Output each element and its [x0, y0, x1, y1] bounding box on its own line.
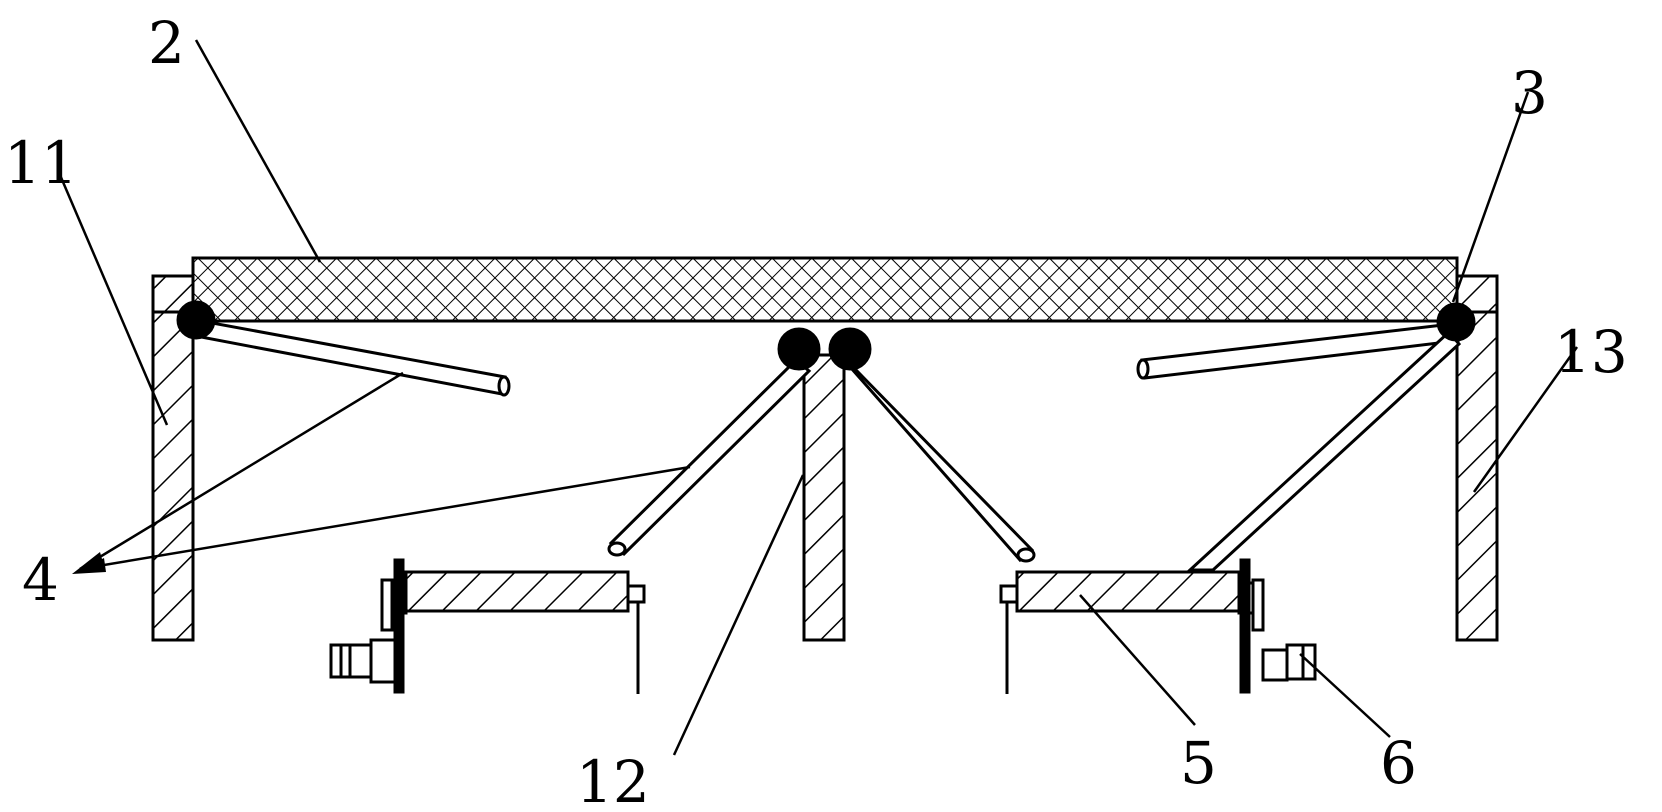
mesh-plate — [191, 256, 1459, 323]
label-3: 3 — [1511, 59, 1548, 127]
label-11: 11 — [4, 129, 78, 197]
right-roller-assembly — [999, 558, 1317, 694]
leader-lines — [58, 39, 1579, 756]
center-wall — [802, 353, 846, 642]
left-roller-assembly — [329, 558, 646, 694]
label-12: 12 — [576, 748, 650, 812]
label-5: 5 — [1180, 729, 1217, 797]
label-13: 13 — [1554, 318, 1628, 386]
hinge-pivots — [176, 300, 1476, 371]
callout-labels: 2 11 3 13 4 12 5 6 — [4, 9, 1628, 812]
arrowheads — [72, 552, 106, 574]
label-6: 6 — [1380, 729, 1417, 797]
label-2: 2 — [148, 9, 185, 77]
flap-rods — [193, 318, 1462, 572]
label-4: 4 — [22, 546, 59, 614]
